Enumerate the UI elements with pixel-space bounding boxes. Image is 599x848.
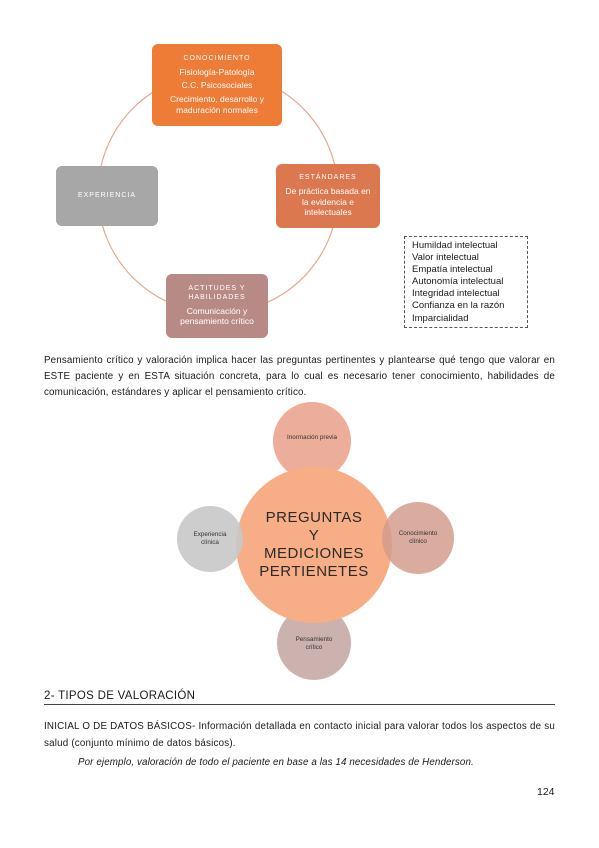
attitude-item: Valor intelectual bbox=[412, 252, 479, 264]
attitude-item: Autonomía intelectual bbox=[412, 276, 504, 288]
experiencia-box: EXPERIENCIA bbox=[56, 166, 158, 226]
conocimiento-box: CONOCIMIENTO Fisiología-Patología C.C. P… bbox=[152, 44, 282, 126]
radial-right-circle: Conocimiento clínico bbox=[382, 502, 454, 574]
attitude-item: Confianza en la razón bbox=[412, 300, 505, 312]
experiencia-title: EXPERIENCIA bbox=[77, 191, 137, 199]
conocimiento-line-2: C.C. Psicosociales bbox=[181, 80, 253, 91]
section-title: 2- TIPOS DE VALORACIÓN bbox=[44, 690, 555, 705]
actitudes-box: ACTITUDES Y HABILIDADES Comunicación y p… bbox=[166, 274, 268, 338]
radial-center-line-4: PERTIENETES bbox=[259, 563, 369, 580]
attitudes-list-box: Humildad intelectual Valor intelectual E… bbox=[404, 236, 528, 328]
attitude-item: Humildad intelectual bbox=[412, 240, 498, 251]
estandares-line-1: De práctica basada en la evidencia e int… bbox=[285, 185, 371, 218]
radial-center-line-2: Y bbox=[308, 527, 320, 544]
radial-top-label: Inormación previa bbox=[286, 434, 338, 441]
conocimiento-line-1: Fisiología-Patología bbox=[179, 66, 255, 77]
estandares-box: ESTÁNDARES De práctica basada en la evid… bbox=[276, 164, 380, 228]
page-number: 124 bbox=[537, 786, 555, 798]
radial-bottom-label: Pensamiento crítico bbox=[295, 636, 333, 651]
radial-center-line-3: MEDICIONES bbox=[263, 545, 364, 562]
estandares-title: ESTÁNDARES bbox=[299, 174, 357, 182]
conocimiento-line-3: Crecimiento, desarrollo y maduración nor… bbox=[169, 93, 264, 115]
attitude-item: Integridad intelectual bbox=[412, 288, 500, 300]
example-paragraph: Por ejemplo, valoración de todo el pacie… bbox=[78, 757, 474, 768]
actitudes-line-1: Comunicación y pensamiento crítico bbox=[180, 305, 254, 327]
radial-center-line-1: PREGUNTAS bbox=[265, 509, 363, 526]
conocimiento-title: CONOCIMIENTO bbox=[183, 54, 251, 62]
attitude-item: Empatía intelectual bbox=[412, 264, 493, 276]
inicial-paragraph: INICIAL O DE DATOS BÁSICOS- Información … bbox=[44, 721, 555, 749]
radial-left-circle: Experiencia clínica bbox=[177, 506, 243, 572]
attitude-item: Imparcialidad bbox=[412, 312, 469, 324]
actitudes-title: ACTITUDES Y HABILIDADES bbox=[188, 285, 246, 301]
radial-right-label: Conocimiento clínico bbox=[398, 530, 438, 545]
radial-left-label: Experiencia clínica bbox=[193, 531, 227, 546]
radial-center-circle: PREGUNTAS Y MEDICIONES PERTIENETES bbox=[236, 467, 392, 623]
intro-paragraph: Pensamiento crítico y valoración implica… bbox=[44, 355, 555, 398]
